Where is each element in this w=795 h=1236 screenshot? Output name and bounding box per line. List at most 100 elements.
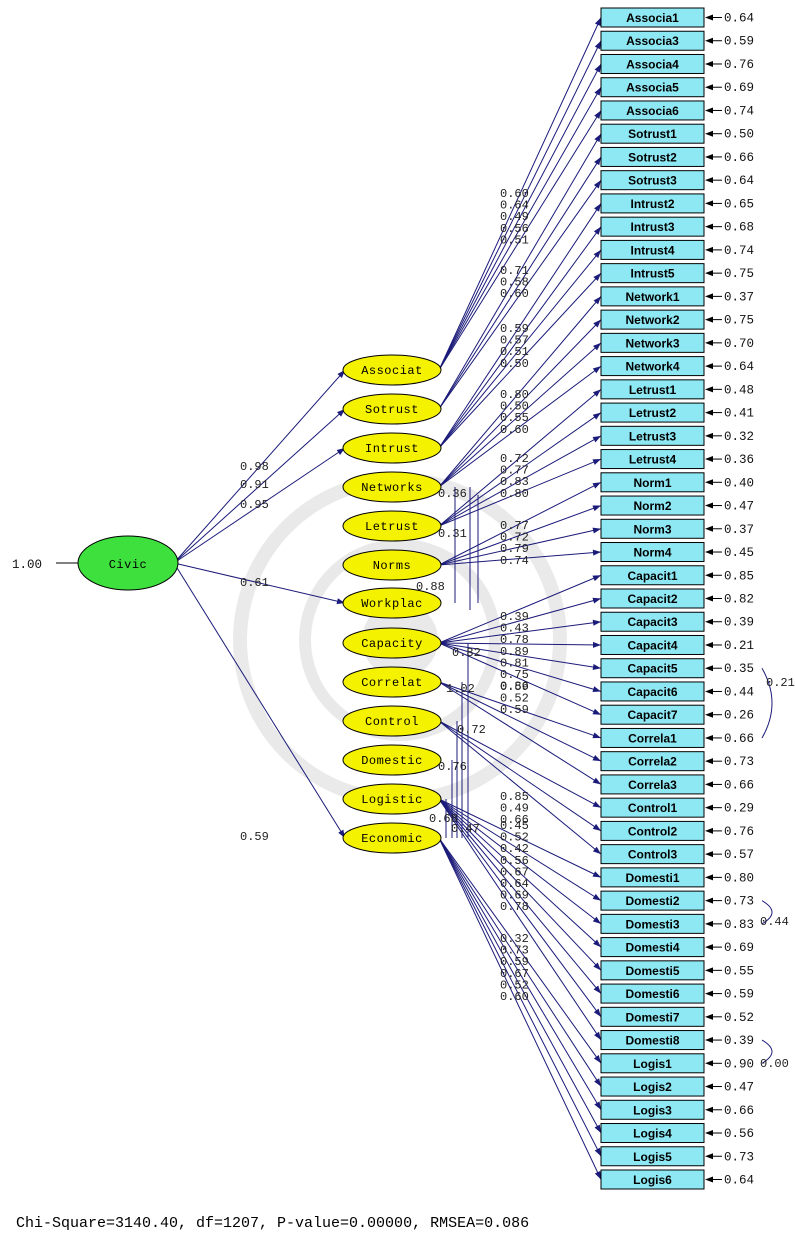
loading-path xyxy=(438,681,602,762)
observed-box xyxy=(600,30,705,51)
error-arrowhead xyxy=(705,781,713,788)
loading-path xyxy=(438,458,602,527)
loading-path xyxy=(438,720,602,855)
error-arrowhead xyxy=(705,734,713,741)
loading-value: 0.60 xyxy=(500,990,529,1004)
loading-value: 0.78 xyxy=(500,900,529,914)
latent-ellipse xyxy=(342,666,442,698)
observed-label: Norm2 xyxy=(633,499,671,513)
observed-box xyxy=(600,193,705,214)
loading-path xyxy=(438,179,602,410)
loading-path xyxy=(173,562,346,604)
loading-value: 0.60 xyxy=(500,187,529,201)
latent-label: Logistic xyxy=(361,793,423,807)
observed-label: Letrust1 xyxy=(629,383,677,397)
loading-path xyxy=(438,365,602,488)
error-variance: 0.47 xyxy=(724,1081,754,1095)
loading-path xyxy=(438,837,602,1111)
loading-value: 0.39 xyxy=(500,610,529,624)
loading-path xyxy=(438,837,602,1064)
loading-path xyxy=(438,551,602,566)
loading-arrowhead xyxy=(592,389,601,397)
loading-arrowhead xyxy=(592,732,601,739)
loading-value: 0.83 xyxy=(500,475,529,489)
error-arrowhead xyxy=(705,549,713,556)
loading-path xyxy=(438,642,602,646)
error-variance: 0.83 xyxy=(724,918,754,932)
loading-path xyxy=(438,505,602,566)
error-arrowhead xyxy=(705,246,713,253)
observed-label: Letrust3 xyxy=(629,429,677,443)
latent-label: Domestic xyxy=(361,754,423,768)
loading-value: 0.67 xyxy=(500,865,529,879)
observed-label: Network3 xyxy=(625,336,679,350)
error-arrowhead xyxy=(705,665,713,672)
observed-box xyxy=(600,216,705,237)
loading-value: 0.77 xyxy=(500,464,529,478)
error-variance: 0.50 xyxy=(724,128,754,142)
loading-path xyxy=(438,133,602,410)
error-variance: 0.66 xyxy=(724,151,754,165)
error-variance: 0.47 xyxy=(724,500,754,514)
loading-path xyxy=(438,720,602,809)
observed-label: Domesti5 xyxy=(625,964,679,978)
error-arrowhead xyxy=(705,920,713,927)
latent-ellipse xyxy=(342,471,442,503)
observed-label: Capacit4 xyxy=(627,638,677,652)
loading-arrowhead xyxy=(594,1170,601,1180)
second-order-loading: 0.98 xyxy=(240,460,269,474)
observed-box xyxy=(600,100,705,121)
error-variance: 0.69 xyxy=(724,941,754,955)
error-arrowhead xyxy=(705,618,713,625)
error-covariance-curve xyxy=(761,1039,773,1064)
loading-arrowhead xyxy=(593,939,601,948)
loading-value: 0.56 xyxy=(500,222,529,236)
error-variance: 0.90 xyxy=(724,1057,754,1071)
loading-arrowhead xyxy=(593,180,601,189)
error-variance: 0.73 xyxy=(724,895,754,909)
loading-value: 0.75 xyxy=(500,668,529,682)
loading-value: 0.50 xyxy=(500,357,529,371)
loading-value: 0.52 xyxy=(500,831,529,845)
loading-path xyxy=(438,110,602,371)
error-arrowhead xyxy=(705,1176,713,1183)
error-arrowhead xyxy=(705,84,713,91)
observed-label: Associa1 xyxy=(626,11,679,25)
observed-label: Logis1 xyxy=(633,1057,672,1071)
loading-path xyxy=(438,642,602,692)
latent-ellipse xyxy=(342,354,442,386)
loading-arrowhead xyxy=(592,482,601,489)
observed-label: Capacit5 xyxy=(627,662,677,676)
observed-box xyxy=(600,146,705,167)
loading-arrowhead xyxy=(592,777,601,785)
latent-correlation: 1.02 xyxy=(446,682,475,696)
observed-box xyxy=(600,704,705,725)
observed-label: Domesti3 xyxy=(625,917,679,931)
error-arrowhead xyxy=(705,409,713,416)
loading-path xyxy=(438,798,602,925)
loading-arrowhead xyxy=(592,435,601,443)
loading-value: 0.73 xyxy=(500,944,529,958)
error-variance: 0.21 xyxy=(724,639,754,653)
loading-arrowhead xyxy=(592,846,601,855)
loading-value: 0.32 xyxy=(500,932,529,946)
loading-value: 0.64 xyxy=(500,199,529,213)
observed-box xyxy=(600,937,705,958)
error-variance: 0.39 xyxy=(724,616,754,630)
error-arrowhead xyxy=(705,386,713,393)
error-variance: 0.66 xyxy=(724,732,754,746)
loading-path xyxy=(438,481,602,566)
observed-label: Network2 xyxy=(625,313,679,327)
latent-correlation: 0.47 xyxy=(451,822,480,836)
loading-arrowhead xyxy=(594,156,601,166)
error-arrowhead xyxy=(705,851,713,858)
latent-ellipse xyxy=(342,510,442,542)
latent-ellipse xyxy=(342,783,442,815)
loading-path xyxy=(438,319,602,488)
loading-path xyxy=(438,63,602,371)
loading-path xyxy=(438,388,602,527)
observed-label: Letrust2 xyxy=(629,406,677,420)
loading-arrowhead xyxy=(592,871,601,878)
error-variance: 0.37 xyxy=(724,290,754,304)
